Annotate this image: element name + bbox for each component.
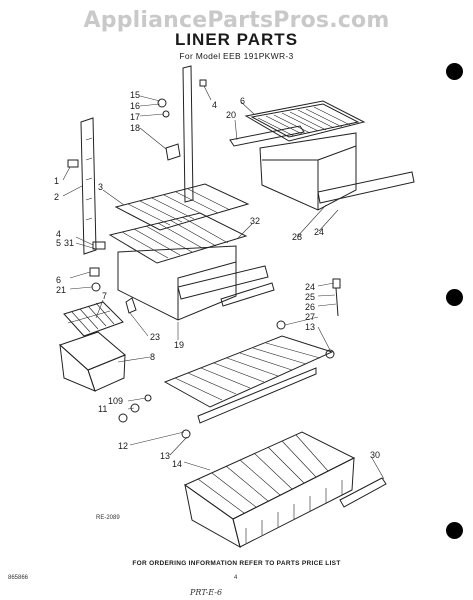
page-title: LINER PARTS — [174, 30, 299, 49]
ice-tray-and-bin — [59, 159, 137, 392]
callout-9: 9 — [118, 396, 123, 406]
callout-13-right: 13 — [305, 322, 315, 332]
callout-12: 12 — [118, 441, 128, 451]
callout-24-right: 24 — [305, 282, 315, 292]
callout-27: 27 — [305, 312, 315, 322]
callout-32: 32 — [250, 216, 260, 226]
diagram-code: RE-2089 — [96, 515, 120, 521]
callout-18: 18 — [130, 123, 140, 133]
callout-24-top: 24 — [314, 227, 324, 237]
leader-lines — [62, 85, 385, 480]
upper-crisper-assembly — [229, 100, 415, 211]
binder-hole-top — [446, 63, 463, 80]
callout-31: 31 — [64, 238, 74, 248]
callout-5: 5 — [56, 238, 61, 248]
model-subtitle: For Model EEB 191PKWR-3 — [179, 51, 294, 61]
callout-26: 26 — [305, 302, 315, 312]
binder-hole-middle — [446, 289, 463, 306]
callout-15: 15 — [130, 90, 140, 100]
wire-basket — [183, 431, 387, 549]
page-number: 4 — [234, 575, 238, 581]
callout-16: 16 — [130, 101, 140, 111]
callout-11: 11 — [98, 404, 107, 414]
callout-6-top: 6 — [240, 96, 245, 106]
callout-4-left: 4 — [56, 229, 61, 239]
callout-28: 28 — [292, 232, 302, 242]
callout-20: 20 — [226, 110, 236, 120]
callout-13-left: 13 — [160, 451, 170, 461]
rail-fasteners — [157, 79, 207, 161]
binder-hole-bottom — [446, 522, 463, 539]
callout-23: 23 — [150, 332, 160, 342]
middle-shelf-assembly — [108, 183, 275, 321]
callout-19: 19 — [174, 340, 184, 350]
callout-1: 1 — [54, 176, 59, 186]
callout-21: 21 — [56, 285, 66, 295]
doc-code: 865866 — [8, 575, 29, 581]
callout-17: 17 — [130, 112, 140, 122]
callout-4-top: 4 — [212, 100, 217, 110]
callout-7: 7 — [102, 291, 107, 301]
callout-30: 30 — [370, 450, 380, 460]
callout-6-left: 6 — [56, 275, 61, 285]
ordering-info-footer: FOR ORDERING INFORMATION REFER TO PARTS … — [132, 560, 341, 567]
handwritten-note: PRT-E-6 — [190, 588, 223, 597]
callout-25: 25 — [305, 292, 315, 302]
callout-10: 10 — [108, 396, 118, 406]
callout-2: 2 — [54, 192, 59, 202]
callout-labels: 15 16 17 18 4 6 20 1 2 3 4 5 31 32 6 21 … — [54, 90, 380, 469]
callout-8: 8 — [150, 352, 155, 362]
watermark: AppliancePartsPros.com — [83, 8, 390, 33]
callout-14: 14 — [172, 459, 182, 469]
callout-3: 3 — [98, 182, 103, 192]
shelf-rails — [80, 65, 194, 255]
lower-wire-shelf — [118, 278, 341, 439]
